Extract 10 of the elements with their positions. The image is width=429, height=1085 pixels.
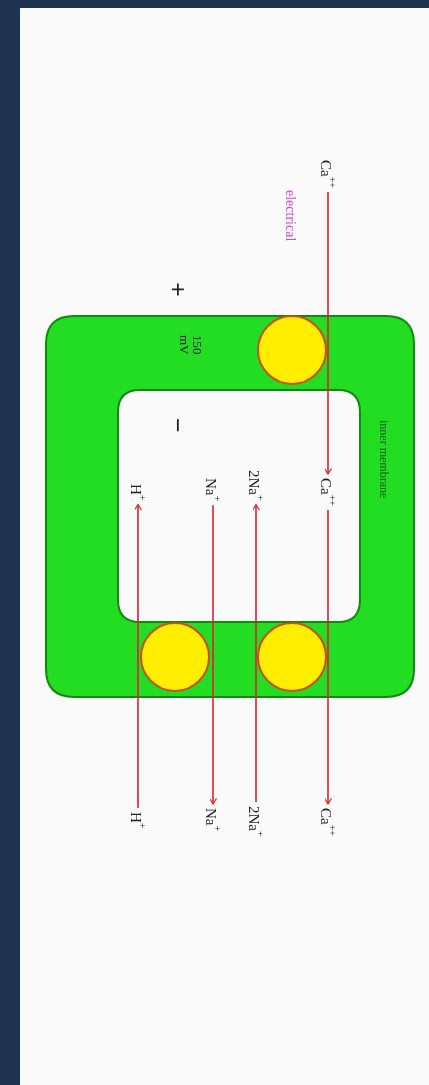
arrow bbox=[133, 503, 143, 809]
arrow bbox=[208, 504, 218, 805]
polarity-sign: + bbox=[164, 282, 190, 297]
polarity-sign: − bbox=[164, 418, 190, 433]
arrow bbox=[323, 191, 333, 475]
note-text: electrical bbox=[283, 190, 297, 242]
voltage-label: 150 mV bbox=[178, 335, 204, 357]
membrane-label: inner membrane bbox=[378, 420, 390, 499]
arrow bbox=[323, 509, 333, 805]
arrow bbox=[251, 503, 261, 803]
